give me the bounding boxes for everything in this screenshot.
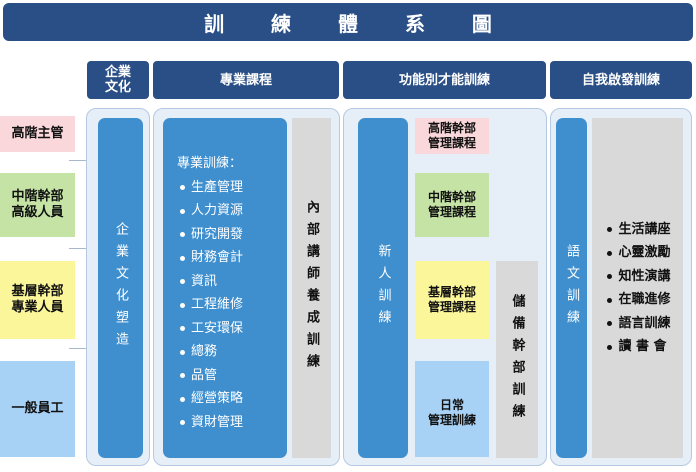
daily-management-training: 日常 管理訓練 <box>415 361 489 457</box>
list-item: 工安環保 <box>177 317 287 341</box>
list-item: 生產管理 <box>177 176 287 200</box>
list-item: 資訊 <box>177 270 287 294</box>
senior-management-course: 高階幹部 管理課程 <box>415 118 489 154</box>
level-divider <box>69 160 87 161</box>
diagram-title: 訓 練 體 系 圖 <box>3 3 693 41</box>
middle-management-course: 中階幹部 管理課程 <box>415 173 489 237</box>
list-item: 經營策略 <box>177 387 287 411</box>
new-hire-training-label: 新人訓練 <box>375 244 391 332</box>
header-self-development: 自我啟發訓練 <box>550 61 692 99</box>
level-divider <box>69 248 87 249</box>
language-training-bar: 語文訓練 <box>556 118 587 458</box>
header-functional: 功能別才能訓練 <box>343 61 546 99</box>
internal-trainer-label: 內部講師養成訓練 <box>304 200 319 376</box>
professional-training-box: 專業訓練： 生產管理人力資源研究開發財務會計資訊工程維修工安環保總務品管經營策略… <box>163 118 287 458</box>
list-item: 讀 書 會 <box>604 335 670 359</box>
reserve-cadre-label: 儲備幹部訓練 <box>509 293 525 426</box>
internal-trainer-bar: 內部講師養成訓練 <box>292 118 331 458</box>
list-item: 品管 <box>177 364 287 388</box>
list-item: 在職進修 <box>604 288 671 312</box>
list-item: 知性演講 <box>604 265 671 289</box>
list-item: 研究開發 <box>177 223 287 247</box>
list-item: 資財管理 <box>177 411 287 435</box>
list-item: 生活講座 <box>604 218 671 242</box>
culture-shaping-bar: 企業文化塑造 <box>98 118 143 458</box>
professional-training-heading: 專業訓練： <box>177 156 243 171</box>
header-professional: 專業課程 <box>153 61 339 99</box>
level-first-line-staff: 基層幹部 專業人員 <box>0 261 75 339</box>
professional-training-list: 生產管理人力資源研究開發財務會計資訊工程維修工安環保總務品管經營策略資財管理 <box>177 176 287 435</box>
language-training-label: 語文訓練 <box>564 244 579 332</box>
header-culture: 企業 文化 <box>87 61 149 99</box>
list-item: 財務會計 <box>177 246 287 270</box>
self-development-list: 生活講座心靈激勵知性演講在職進修語言訓練讀 書 會 <box>604 218 671 359</box>
level-middle-management: 中階幹部 高級人員 <box>0 173 75 237</box>
level-senior-management: 高階主管 <box>0 116 75 152</box>
list-item: 工程維修 <box>177 293 287 317</box>
first-line-management-course: 基層幹部 管理課程 <box>415 261 489 339</box>
new-hire-training-bar: 新人訓練 <box>358 118 408 458</box>
culture-shaping-label: 企業文化塑造 <box>113 222 128 354</box>
list-item: 人力資源 <box>177 199 287 223</box>
level-general-staff: 一般員工 <box>0 361 75 457</box>
reserve-cadre-bar: 儲備幹部訓練 <box>496 261 538 458</box>
list-item: 語言訓練 <box>604 312 671 336</box>
list-item: 總務 <box>177 340 287 364</box>
level-divider <box>69 348 87 349</box>
list-item: 心靈激勵 <box>604 241 671 265</box>
self-development-box: 生活講座心靈激勵知性演講在職進修語言訓練讀 書 會 <box>592 118 683 458</box>
